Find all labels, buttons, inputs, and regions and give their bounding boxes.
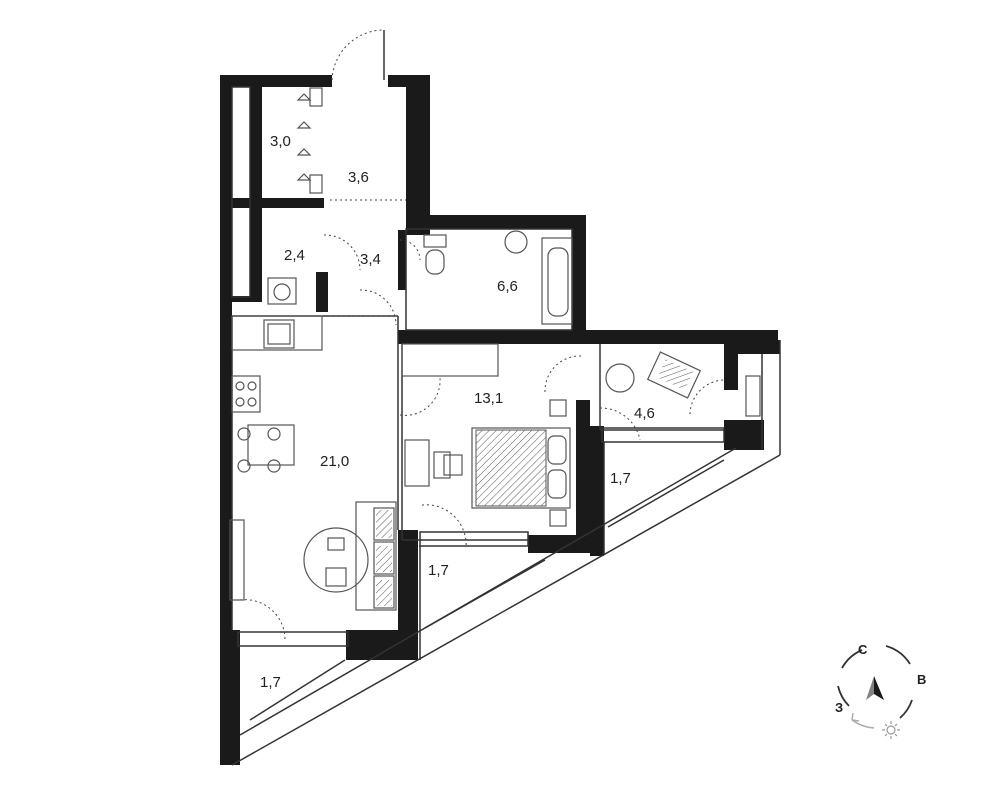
washing-machine-icon <box>267 277 297 305</box>
area-labels: 3,0 3,6 2,4 3,4 6,6 13,1 21,0 4,6 1,7 1,… <box>260 133 655 691</box>
compass-north: С <box>858 642 868 657</box>
compass: С В З <box>835 642 926 739</box>
compass-needle-icon <box>866 676 884 700</box>
door-swings <box>239 29 725 641</box>
toilet-icon <box>423 234 447 275</box>
sink-icon <box>263 319 295 349</box>
hatched-furniture <box>376 359 694 606</box>
dining-table-icon <box>237 424 295 473</box>
compass-west: З <box>835 700 843 715</box>
cooktop-icon <box>231 375 261 413</box>
room-area-laundry: 2,4 <box>284 247 305 264</box>
room-area-bathroom: 6,6 <box>497 278 518 295</box>
bed-icon <box>471 427 571 509</box>
room-area-kitchen-living: 21,0 <box>320 453 349 470</box>
compass-east: В <box>917 672 926 687</box>
thin-lines <box>231 86 781 766</box>
room-area-utility: 4,6 <box>634 405 655 422</box>
room-area-balcony-middle: 1,7 <box>428 562 449 579</box>
room-area-balcony-left: 1,7 <box>260 674 281 691</box>
room-area-balcony-right: 1,7 <box>610 470 631 487</box>
room-area-corridor: 3,4 <box>360 251 381 268</box>
hanger-icon <box>296 93 312 181</box>
coffee-table-icon <box>303 527 369 593</box>
sun-icon <box>882 721 900 739</box>
basin-icon <box>504 230 528 254</box>
fixtures <box>229 87 761 611</box>
sofa-icon <box>355 501 397 611</box>
room-area-hall: 3,6 <box>348 169 369 186</box>
walls <box>220 75 780 765</box>
bathtub-icon <box>541 237 573 325</box>
desk-icon <box>404 439 463 487</box>
room-area-bedroom: 13,1 <box>474 390 503 407</box>
room-area-wardrobe: 3,0 <box>270 133 291 150</box>
